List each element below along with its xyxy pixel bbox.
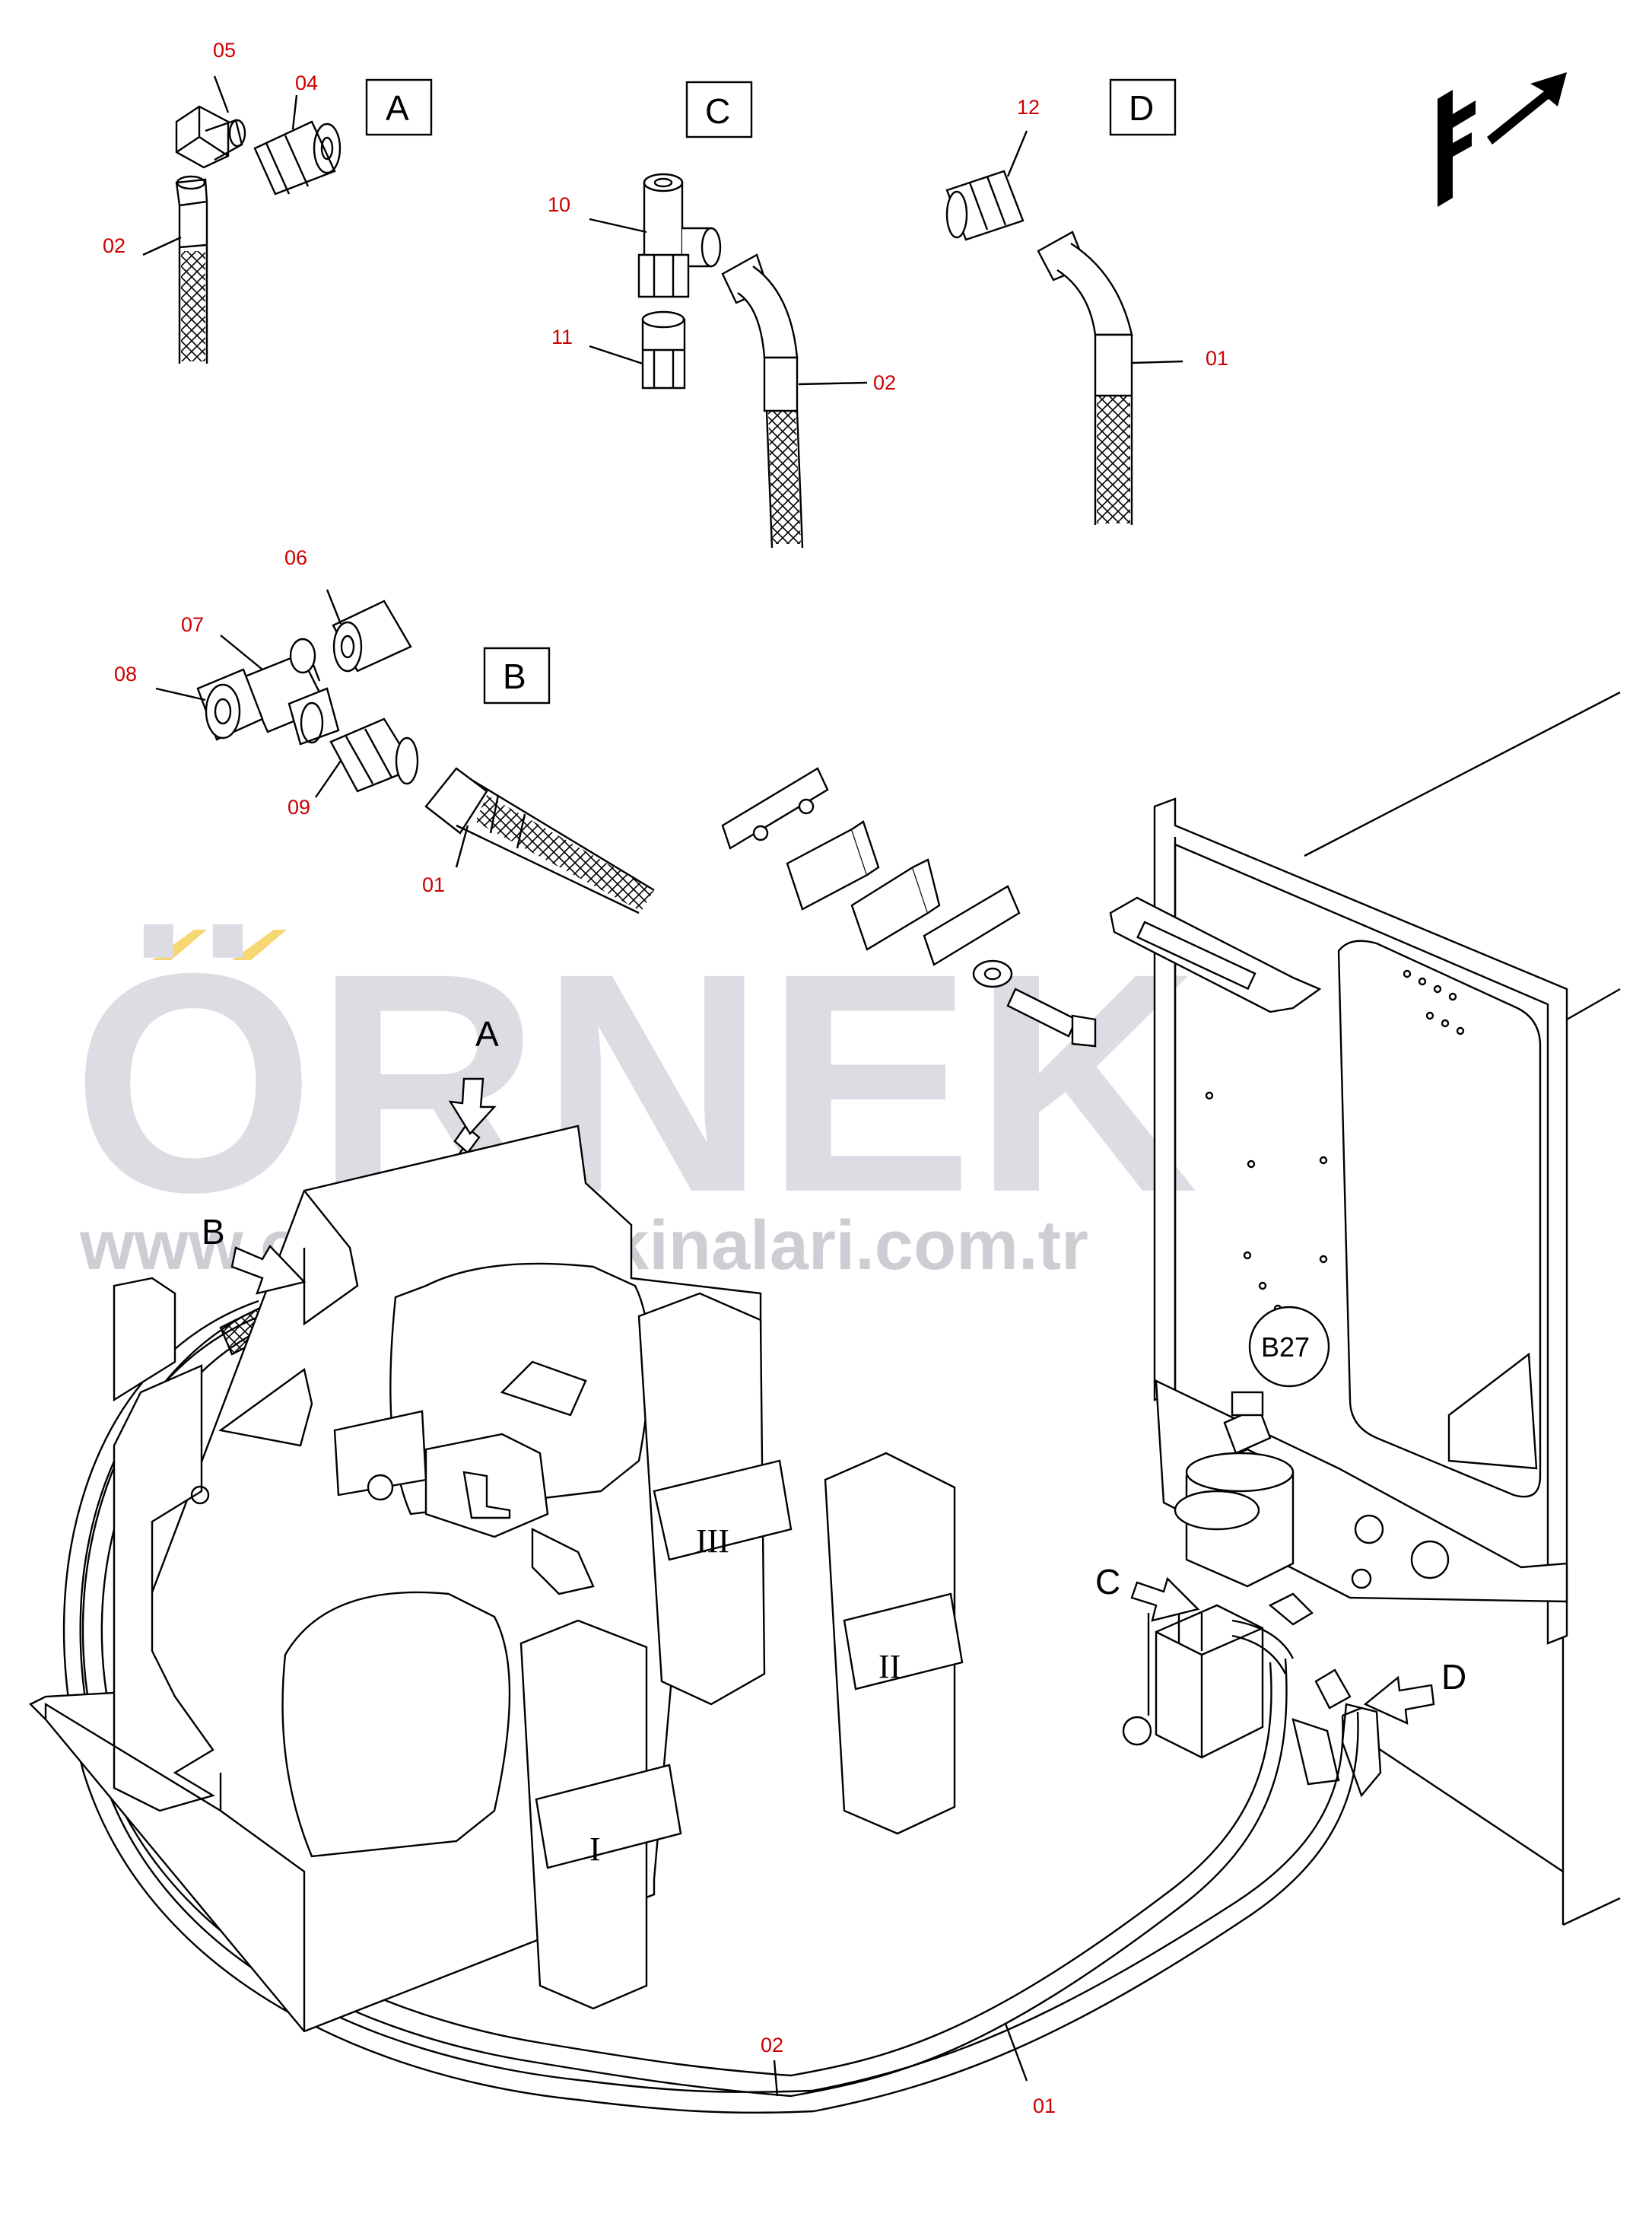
callout-arrow-d <box>1363 1675 1435 1725</box>
part-number-02-detail-c: 02 <box>873 371 896 394</box>
detail-box-d <box>1109 78 1177 136</box>
part-number-07: 07 <box>181 613 204 636</box>
callout-letter-d: D <box>1441 1657 1466 1697</box>
main-assembly: B27 <box>28 691 1621 2114</box>
part-number-02-detail-a: 02 <box>103 234 125 257</box>
part-number-01-detail-b: 01 <box>422 873 445 896</box>
watermark: ÖRNEK www.ornekismakinalari.com.tr <box>72 908 1199 1284</box>
part-number-11: 11 <box>551 326 573 348</box>
part-number-06: 06 <box>284 546 307 569</box>
detail-b: B 06 07 08 09 01 <box>114 546 655 914</box>
part-number-12: 12 <box>1017 96 1040 119</box>
clamp-assembly <box>721 767 1097 1048</box>
part-number-09: 09 <box>288 796 310 819</box>
detail-a: A 05 04 02 <box>103 39 433 364</box>
detail-box-a <box>365 78 433 136</box>
detail-letter-b: B <box>503 657 526 696</box>
callout-arrows <box>230 1077 1435 1725</box>
part-number-02-main: 02 <box>761 2034 783 2056</box>
shift-fork-label-one: I <box>589 1831 601 1868</box>
shift-fork-label-two: II <box>878 1648 901 1685</box>
watermark-brand: ÖRNEK <box>72 908 1199 1257</box>
part-number-01-detail-d: 01 <box>1206 347 1228 370</box>
part-number-01-main: 01 <box>1033 2095 1056 2117</box>
component-b27-circle <box>1248 1306 1330 1388</box>
callout-letter-b: B <box>202 1212 225 1252</box>
part-number-08: 08 <box>114 663 137 685</box>
callout-arrow-a <box>448 1077 497 1135</box>
part-number-05: 05 <box>213 39 236 62</box>
detail-d: D 12 01 <box>945 78 1228 525</box>
callout-letter-a: A <box>475 1014 499 1054</box>
detail-box-b <box>483 647 551 705</box>
shift-fork-label-three: III <box>696 1522 729 1560</box>
component-b27-label: B27 <box>1261 1331 1310 1363</box>
detail-letter-a: A <box>386 88 409 128</box>
detail-letter-d: D <box>1129 88 1154 128</box>
detail-letter-c: C <box>705 91 730 131</box>
detail-c: C 10 11 02 <box>548 81 896 549</box>
part-number-04: 04 <box>295 72 318 94</box>
callout-arrow-b <box>230 1245 307 1295</box>
detail-box-c <box>685 81 753 138</box>
part-number-10: 10 <box>548 193 570 216</box>
main-leaders <box>773 2023 1028 2097</box>
forward-direction-mark: F <box>1438 72 1567 207</box>
callout-letter-c: C <box>1095 1562 1120 1602</box>
callout-arrow-c <box>1130 1576 1200 1622</box>
